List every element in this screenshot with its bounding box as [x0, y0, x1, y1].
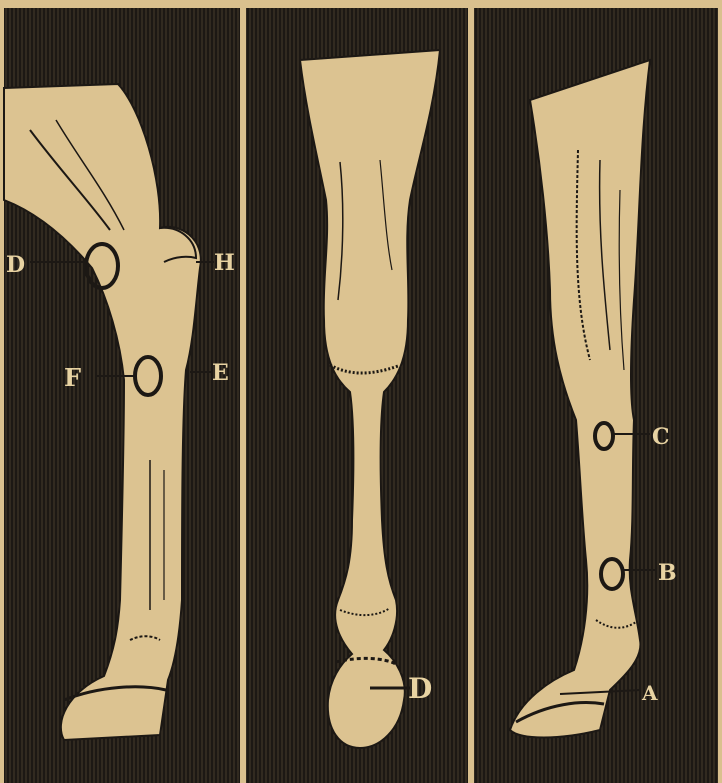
marker-label-d2: D	[408, 672, 432, 705]
marker-label-h: H	[214, 250, 235, 276]
panel-divider	[240, 0, 246, 783]
marker-label-c: C	[652, 424, 670, 450]
marker-label-b: B	[658, 560, 677, 586]
marker-label-e: E	[212, 360, 229, 386]
marker-label-f: F	[64, 363, 81, 392]
panel-divider	[468, 0, 474, 783]
marker-label-a: A	[641, 681, 658, 705]
marker-label-d: D	[6, 252, 25, 278]
